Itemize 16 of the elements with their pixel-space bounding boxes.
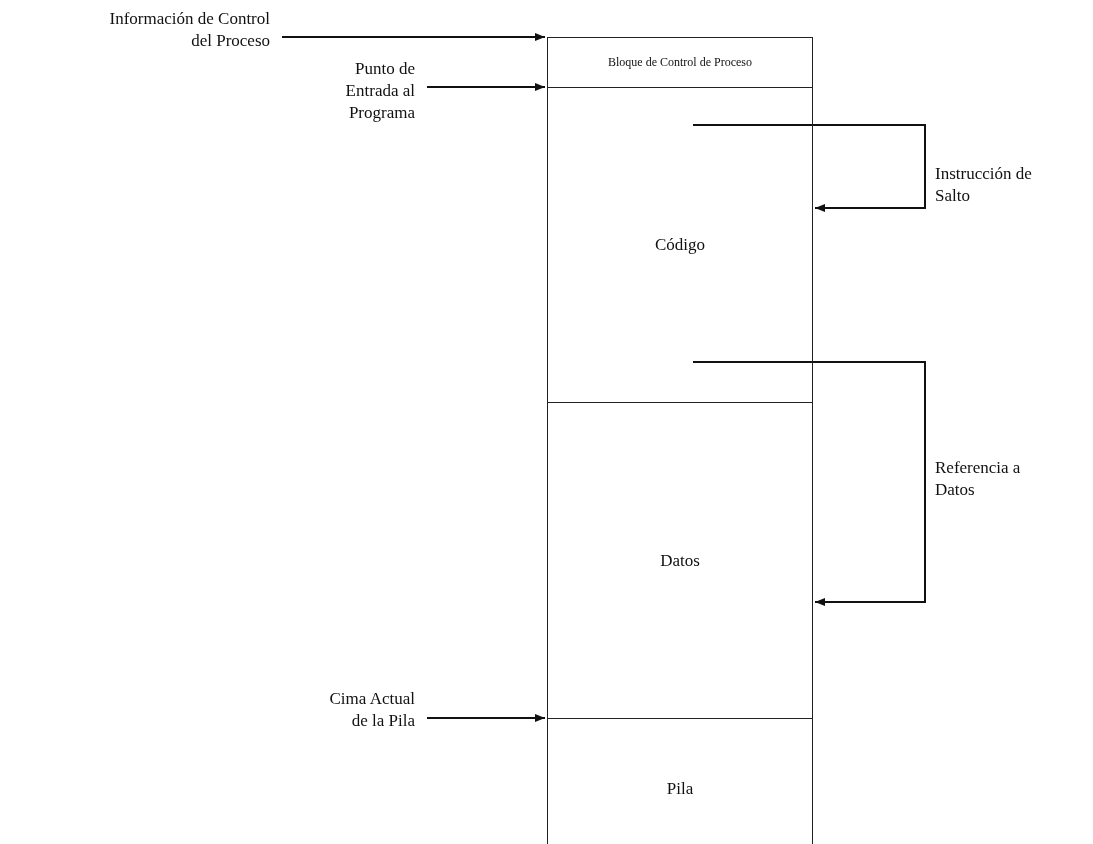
memory-segment xyxy=(547,87,813,403)
segment-label: Pila xyxy=(666,778,694,799)
memory-segment xyxy=(547,718,813,844)
annotation-text: Cima Actual de la Pila xyxy=(310,688,415,732)
arrow xyxy=(692,361,926,606)
arrow xyxy=(426,714,546,722)
memory-segment xyxy=(547,402,813,719)
annotation-text: Punto de Entrada al Programa xyxy=(320,58,415,124)
arrow xyxy=(426,83,546,91)
memory-segment xyxy=(547,37,813,88)
segment-label: Código xyxy=(654,235,706,255)
segment-label: Bloque de Control de Proceso xyxy=(608,55,752,70)
arrow xyxy=(281,33,546,41)
annotation-text: Información de Control del Proceso xyxy=(90,8,270,52)
segment-label: Datos xyxy=(660,550,700,571)
arrow xyxy=(692,124,926,212)
